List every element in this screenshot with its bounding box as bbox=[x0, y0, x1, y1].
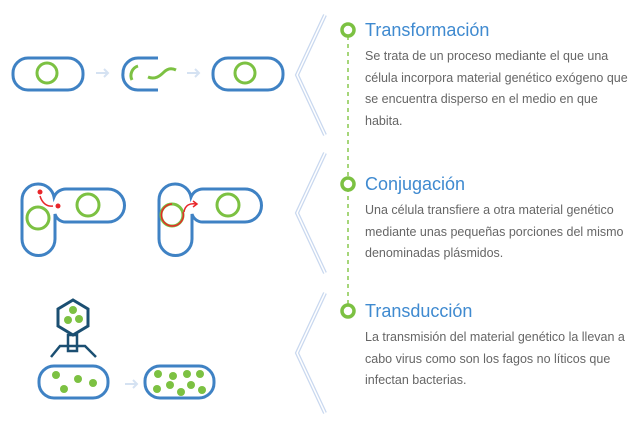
bacteriophage-icon bbox=[50, 298, 97, 358]
section-description: Una célula transfiere a otra material ge… bbox=[365, 203, 624, 260]
section-title: Transformación bbox=[365, 20, 490, 40]
conjugation-illustration bbox=[20, 182, 263, 257]
dna-fragment bbox=[129, 64, 139, 81]
section-description: Se trata de un proceso mediante el que u… bbox=[365, 49, 628, 128]
donor-recipient-cells bbox=[20, 182, 126, 257]
chevron-divider bbox=[294, 14, 327, 414]
arrow-icon bbox=[187, 68, 201, 78]
arrow-icon bbox=[96, 68, 110, 78]
transduction-illustration bbox=[37, 298, 216, 400]
transformation-illustration bbox=[11, 56, 285, 92]
bacterium-cell bbox=[11, 56, 85, 92]
section-transformation: Transformación Se trata de un proceso me… bbox=[365, 19, 630, 132]
dna-strand bbox=[147, 67, 177, 80]
plasmid-strand bbox=[160, 203, 185, 227]
section-title: Conjugación bbox=[365, 174, 466, 194]
dna-ring bbox=[75, 192, 101, 218]
arrow-icon bbox=[125, 379, 139, 389]
section-title: Transducción bbox=[365, 301, 473, 321]
bacterium-cell bbox=[211, 56, 285, 92]
section-transduction: Transducción La transmisión del material… bbox=[365, 300, 630, 392]
dna-ring bbox=[25, 205, 51, 231]
bacterium-cell bbox=[37, 364, 110, 400]
section-conjugation: Conjugación Una célula transfiere a otra… bbox=[365, 173, 630, 265]
donor-recipient-cells bbox=[157, 182, 263, 257]
dna-ring bbox=[215, 192, 241, 218]
broken-cell bbox=[121, 56, 158, 92]
dna-ring bbox=[233, 61, 257, 85]
plasmid-dot bbox=[37, 189, 43, 195]
transfer-arrow bbox=[183, 203, 197, 213]
section-description: La transmisión del material genético la … bbox=[365, 330, 625, 387]
bacterium-cell bbox=[143, 364, 216, 400]
transfer-arrow bbox=[39, 195, 54, 207]
plasmid-dot bbox=[55, 203, 61, 209]
timeline-node-icon bbox=[340, 22, 356, 319]
dna-ring bbox=[35, 61, 59, 85]
